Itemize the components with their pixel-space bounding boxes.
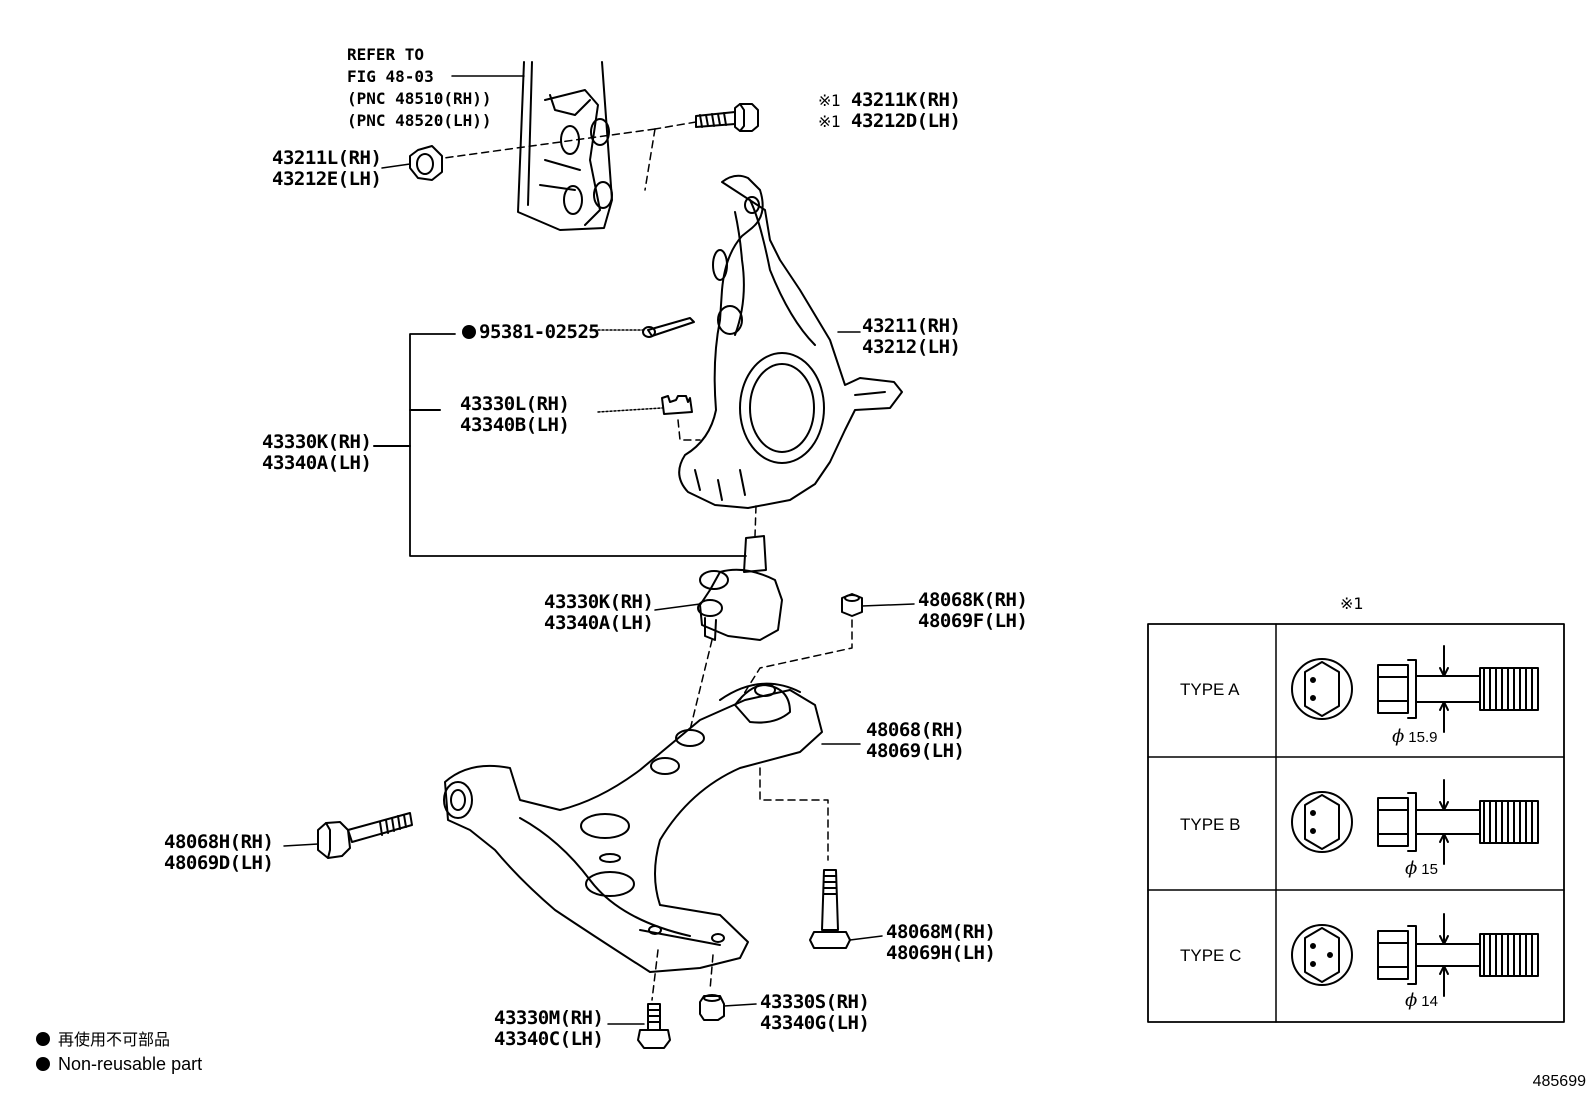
type-a-bolt-drawing	[1291, 645, 1539, 733]
diameter-value: 14	[1421, 993, 1438, 1010]
part-number-rh: 48068M(RH)	[886, 921, 996, 943]
part-number-rh: 48068(RH)	[866, 719, 965, 741]
label-43330m[interactable]: 43330M(RH) 43340C(LH)	[494, 1007, 604, 1050]
part-number-lh: 43340A(LH)	[262, 452, 372, 474]
label-43330k-assembly[interactable]: 43330K(RH) 43340A(LH)	[262, 431, 372, 474]
refer-note: REFER TO FIG 48-03 (PNC 48510(RH)) (PNC …	[347, 44, 492, 132]
part-number-lh: 43340G(LH)	[760, 1012, 870, 1034]
part-number-lh: 43212D(LH)	[851, 110, 961, 132]
part-number-rh: 43211L(RH)	[272, 147, 382, 169]
label-43211l[interactable]: 43211L(RH) 43212E(LH)	[272, 147, 382, 190]
legend-en-text: Non-reusable part	[58, 1054, 203, 1074]
type-table	[1147, 623, 1565, 1023]
part-number-lh: 43340C(LH)	[494, 1028, 604, 1050]
part-number-lh: 43340B(LH)	[460, 414, 570, 436]
label-48068k[interactable]: 48068K(RH) 48069F(LH)	[918, 589, 1028, 632]
castle-nut-drawing	[661, 395, 693, 415]
part-number-rh: 43211(RH)	[862, 315, 961, 337]
cotter-pin-drawing	[642, 317, 695, 338]
part-number-rh: 43330K(RH)	[262, 431, 372, 453]
part-number-lh: 48069D(LH)	[164, 852, 274, 874]
refer-line-2: FIG 48-03	[347, 67, 434, 86]
refer-line-1: REFER TO	[347, 45, 425, 64]
legend-en: Non-reusable part	[36, 1054, 202, 1075]
legend-jp: 再使用不可部品	[36, 1026, 170, 1050]
phi-symbol: ϕ	[1392, 726, 1405, 747]
part-number-rh: 48068K(RH)	[918, 589, 1028, 611]
strut-bracket-drawing	[517, 61, 613, 231]
diameter-value: 15.9	[1408, 729, 1438, 746]
steering-knuckle-drawing	[678, 174, 903, 509]
part-number-lh: 48069H(LH)	[886, 942, 996, 964]
type-c-label: TYPE C	[1180, 946, 1242, 965]
part-number-lh: 43212E(LH)	[272, 168, 382, 190]
bolt-43211k-drawing	[695, 103, 759, 132]
part-number-rh: 43330L(RH)	[460, 393, 570, 415]
part-number-lh: 48069F(LH)	[918, 610, 1028, 632]
document-number: 485699	[1532, 1073, 1586, 1090]
label-95381[interactable]: 95381-02525	[462, 321, 600, 343]
label-43211[interactable]: 43211(RH) 43212(LH)	[862, 315, 961, 358]
refer-line-4: (PNC 48520(LH))	[347, 111, 492, 130]
part-number-rh: 43330S(RH)	[760, 991, 870, 1013]
non-reusable-bullet-icon	[36, 1057, 50, 1071]
part-number-lh: 48069(LH)	[866, 740, 965, 762]
bolt-48068h-drawing	[317, 812, 413, 859]
nut-43211l-drawing	[409, 145, 443, 181]
part-number-rh: 43330K(RH)	[544, 591, 654, 613]
label-43330s[interactable]: 43330S(RH) 43340G(LH)	[760, 991, 870, 1034]
label-43330k-ball-joint[interactable]: 43330K(RH) 43340A(LH)	[544, 591, 654, 634]
part-number-rh: 43330M(RH)	[494, 1007, 604, 1029]
phi-symbol: ϕ	[1405, 990, 1418, 1011]
label-43330l[interactable]: 43330L(RH) 43340B(LH)	[460, 393, 570, 436]
part-number-rh: 43211K(RH)	[851, 89, 961, 111]
diameter-value: 15	[1421, 861, 1438, 878]
refer-line-3: (PNC 48510(RH))	[347, 89, 492, 108]
type-c-bolt-drawing	[1291, 913, 1539, 997]
part-number: 95381-02525	[479, 321, 600, 343]
bolt-48068m-drawing	[809, 869, 851, 949]
type-b-bolt-drawing	[1291, 779, 1539, 865]
reference-mark: ※1	[818, 91, 841, 110]
type-a-label: TYPE A	[1180, 680, 1240, 699]
nut-43330s-drawing	[699, 994, 725, 1021]
label-48068m[interactable]: 48068M(RH) 48069H(LH)	[886, 921, 996, 964]
label-43211k[interactable]: ※1 43211K(RH) ※1 43212D(LH)	[818, 89, 961, 132]
ball-joint-drawing	[697, 535, 783, 641]
lower-arm-drawing	[443, 682, 823, 973]
reference-mark: ※1	[818, 112, 841, 131]
nut-48068k-drawing	[841, 593, 863, 617]
type-b-label: TYPE B	[1180, 815, 1241, 834]
label-48068[interactable]: 48068(RH) 48069(LH)	[866, 719, 965, 762]
phi-symbol: ϕ	[1405, 858, 1418, 879]
legend-jp-text: 再使用不可部品	[58, 1030, 171, 1049]
leader-lines	[283, 75, 915, 1025]
part-number-rh: 48068H(RH)	[164, 831, 274, 853]
non-reusable-bullet-icon	[36, 1032, 50, 1046]
part-number-lh: 43340A(LH)	[544, 612, 654, 634]
bolt-43330m-drawing	[637, 1003, 671, 1049]
part-number-lh: 43212(LH)	[862, 336, 961, 358]
label-48068h[interactable]: 48068H(RH) 48069D(LH)	[164, 831, 274, 874]
non-reusable-bullet-icon	[462, 325, 476, 339]
type-table-mark: ※1	[1340, 594, 1364, 613]
